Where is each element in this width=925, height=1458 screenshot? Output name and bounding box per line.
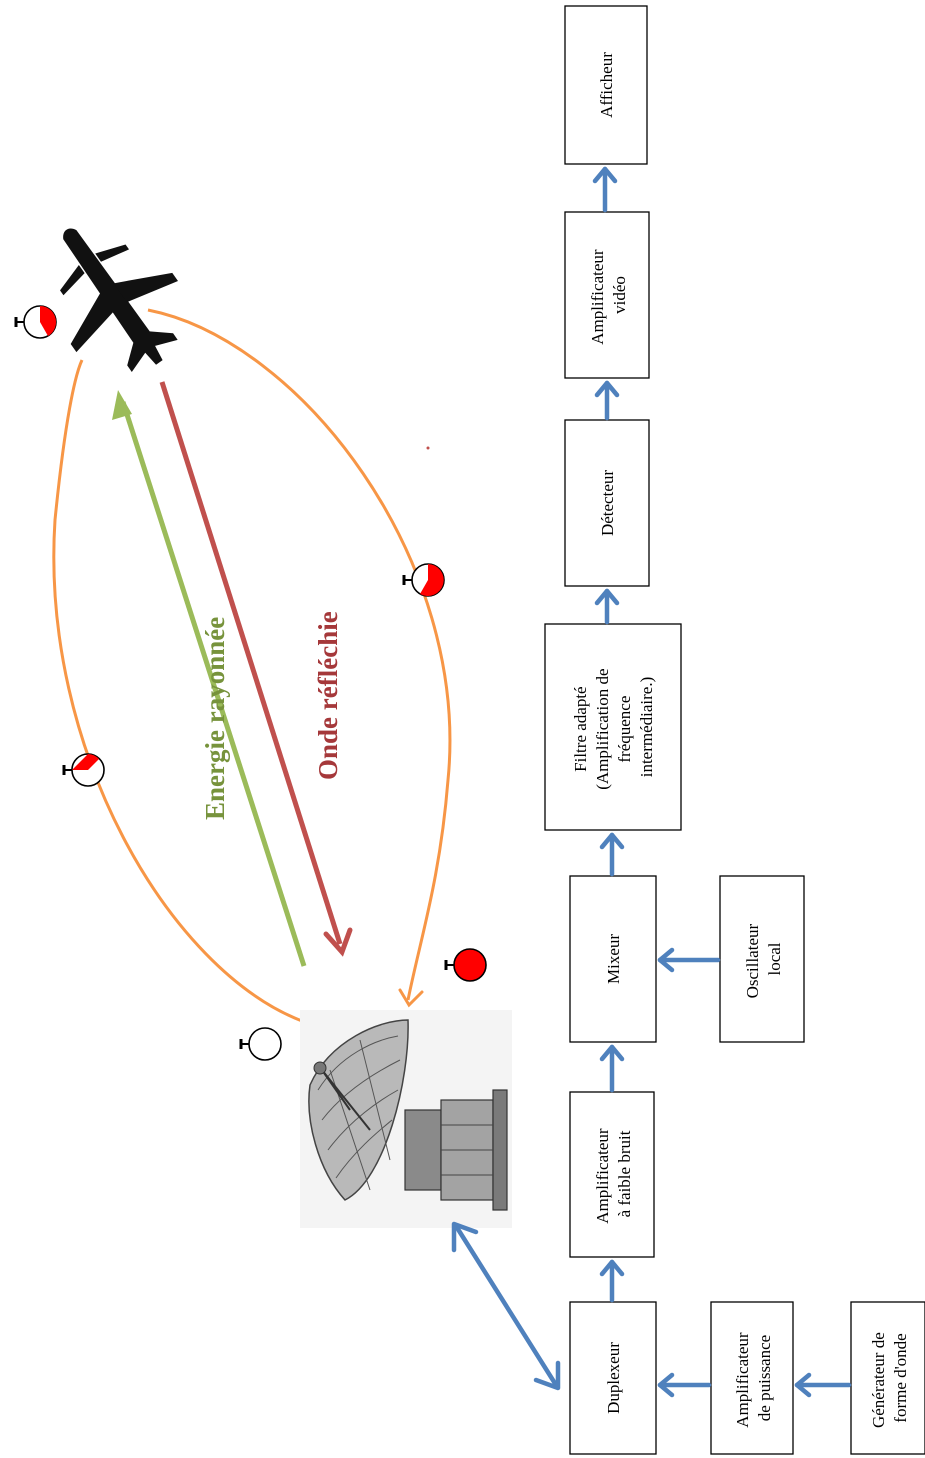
block-amp-video-label: Amplificateur vidéo <box>588 245 629 345</box>
reflected-arrow <box>159 381 343 945</box>
block-afficheur-label: Afficheur <box>597 52 616 118</box>
radar-dish-icon <box>300 1010 512 1228</box>
stopwatch-icon <box>14 305 57 339</box>
block-amp-puissance-label: Amplificateur de puissance <box>733 1328 774 1428</box>
stopwatch-icon <box>62 753 105 787</box>
ellipse-path <box>52 359 303 1023</box>
reflected-label: Onde réfléchie <box>313 611 343 780</box>
block-mixeur <box>569 875 657 1043</box>
arrowhead <box>599 1259 625 1277</box>
arrowhead <box>599 832 625 850</box>
block-lna <box>569 1091 655 1258</box>
block-detecteur-label: Détecteur <box>598 470 617 536</box>
block-amp-puissance <box>710 1301 794 1455</box>
energy-arrow <box>120 401 307 967</box>
block-generateur-label: Générateur de forme d'onde <box>869 1328 910 1428</box>
arrowhead <box>533 1360 561 1391</box>
stopwatch-icon <box>444 948 487 982</box>
ellipse-path-return <box>147 308 452 1001</box>
block-filtre-label: Filtre adapté (Amplification de fréquenc… <box>571 664 656 790</box>
arrowhead <box>594 588 620 606</box>
arrowhead <box>594 380 620 398</box>
arrowhead <box>451 1221 479 1253</box>
stopwatch-icon <box>239 1027 282 1061</box>
stray-dot <box>426 446 430 450</box>
block-generateur <box>850 1301 925 1455</box>
block-mixeur-label: Mixeur <box>604 934 623 984</box>
block-afficheur <box>564 5 648 165</box>
block-duplexeur-label: Duplexeur <box>604 1342 623 1414</box>
energy-label: Energie rayonnée <box>200 617 230 820</box>
stopwatch-icon <box>402 563 445 597</box>
arrow-duplexeur-antenna <box>453 1223 559 1388</box>
arrowhead <box>657 947 675 973</box>
arrowhead <box>599 1044 625 1062</box>
energy-arrowhead <box>112 390 132 420</box>
block-lna-label: Amplificateur à faible bruit <box>593 1124 634 1224</box>
block-oscillateur <box>719 875 805 1043</box>
block-filtre <box>544 623 682 831</box>
ellipse-arrowhead <box>398 988 424 1008</box>
arrowhead <box>657 1372 675 1398</box>
block-duplexeur <box>569 1301 657 1455</box>
arrowhead <box>794 1372 812 1398</box>
arrowhead <box>592 166 618 184</box>
block-oscillateur-label: Oscillateur local <box>743 920 784 999</box>
reflected-arrowhead <box>323 927 353 957</box>
airplane-icon <box>60 228 178 372</box>
block-amp-video <box>564 211 650 379</box>
